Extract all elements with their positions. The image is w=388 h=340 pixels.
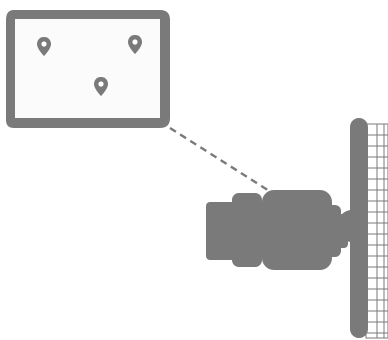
shelf-rack-icon	[350, 118, 388, 339]
shelf-grid	[365, 123, 388, 339]
map-pin-icon	[128, 35, 142, 54]
map-pin-icon	[94, 77, 108, 96]
screen-inner	[15, 19, 160, 118]
scan-dashed-line	[169, 126, 335, 234]
map-pin-icon	[37, 37, 51, 56]
map-screen-icon	[6, 10, 170, 128]
camera-scanner-icon	[206, 190, 352, 270]
shelf-pole	[350, 118, 368, 338]
